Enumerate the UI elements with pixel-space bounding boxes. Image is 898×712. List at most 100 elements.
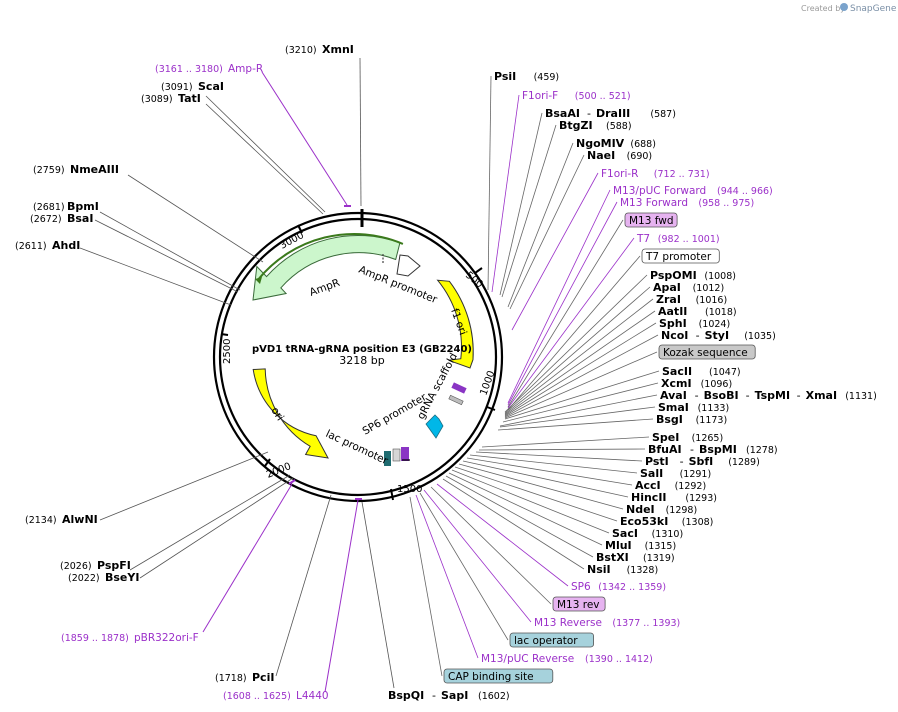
pos-naei: (690) [627, 151, 653, 162]
leader-nsii [442, 478, 585, 570]
watermark-brand: SnapGene [850, 4, 897, 14]
right-label-xcmi: XcmI(1096) [661, 377, 732, 390]
right-label-sphi: SphI(1024) [659, 317, 730, 330]
right-label-m13-reverse: M13 Reverse(1377 .. 1393) [534, 617, 680, 629]
pos-eco53ki: (1308) [682, 517, 714, 528]
right-label-psii: PsiI (459) [494, 70, 559, 83]
leader-apai [504, 286, 651, 414]
pos-ahdi: (2611) [15, 241, 47, 252]
right-label-acci: AccI(1292) [635, 479, 706, 492]
leader-m13-rev [430, 486, 552, 605]
pos-apai: (1012) [693, 283, 725, 294]
leader-sacii [504, 370, 660, 420]
ampr-promoter-feature[interactable] [396, 254, 421, 277]
left-labels: (3210) XmnI (3161 .. 3180) Amp-R (3091) … [15, 43, 510, 702]
pos-pcii: (1718) [215, 673, 247, 684]
enzyme-tati: TatI [178, 92, 201, 105]
leader-l4440 [324, 499, 359, 693]
leader-bseyi [139, 477, 294, 579]
enzyme-btgzi: BtgZI [559, 119, 593, 132]
f1-ori-feature[interactable] [436, 279, 474, 369]
label-lac-promoter: lac promoter [324, 428, 391, 468]
enzyme-xmni: XmnI [322, 43, 354, 56]
ampr-feature[interactable] [252, 234, 401, 301]
pos-aatii: (1018) [705, 307, 737, 318]
right-label-sacii: SacII(1047) [662, 365, 741, 378]
pos-xcmi: (1096) [701, 379, 733, 390]
sep-avai-2: - [746, 389, 750, 402]
pos-zrai: (1016) [696, 295, 728, 306]
leader-amp-r [261, 71, 348, 206]
sep-bfuai-1: - [690, 443, 694, 456]
leader-nmeaiii [127, 174, 264, 263]
lac-operator-mark [392, 448, 401, 462]
range-t7: (982 .. 1001) [658, 234, 720, 245]
m13-rev-mark [401, 447, 409, 461]
range-sp6: (1342 .. 1359) [598, 582, 666, 593]
pos-bfuai: (1278) [746, 445, 778, 456]
leader-psti [475, 451, 643, 462]
pos-sali: (1291) [680, 469, 712, 480]
enzyme-psii: PsiI [494, 70, 516, 83]
pos-xmni: (3210) [285, 45, 317, 56]
left-leader-lines [79, 57, 395, 689]
pos-bsai: (2672) [30, 214, 62, 225]
tick-mark-1500 [390, 488, 394, 501]
right-label-sp6: SP6(1342 .. 1359) [571, 581, 666, 593]
pos-hincii: (1293) [685, 493, 717, 504]
tick-label-1000: 1000 [478, 369, 497, 397]
enzyme-ncoi: NcoI [661, 329, 688, 342]
leader-ngomiv [507, 142, 574, 308]
feature-tag-m13-fwd: M13 fwd [629, 215, 674, 227]
leader-bstxi [445, 475, 594, 558]
right-label-m13-fwd: M13 fwd [624, 212, 678, 228]
enzyme-pcii: PciI [252, 671, 274, 684]
range-m13-forward: (958 .. 975) [698, 198, 754, 209]
enzyme-psti: PstI [645, 455, 669, 468]
sep-psti-1: - [680, 455, 684, 468]
label-box-kozak-sequence [658, 344, 756, 360]
right-label-cap-binding-site: CAP binding site [443, 668, 554, 684]
enzyme-bspqi: BspQI [388, 689, 424, 702]
enzyme-sapi: SapI [441, 689, 468, 702]
leader-psii [487, 75, 492, 291]
leader-bsai [94, 219, 239, 293]
range-amp-r: (3161 .. 3180) [155, 64, 223, 75]
sep-avai-3: - [797, 389, 801, 402]
right-labels: PsiI(459)F1ori-F(500 .. 521)BsaAI-DraIII… [443, 70, 877, 684]
left-primer-leaders [202, 71, 359, 693]
leader-m13-forward [507, 201, 618, 406]
pos-psii: (459) [534, 72, 560, 83]
primer-m13-reverse: M13 Reverse [534, 617, 602, 629]
enzyme-tspmi: TspMI [755, 389, 791, 402]
label-box-cap-binding-site [443, 668, 554, 684]
right-label-nsii: NsiI (1328) [587, 563, 658, 576]
leader-sp6 [436, 483, 569, 587]
enzyme-nsii: NsiI [587, 563, 611, 576]
right-label-f1ori-f: F1ori-F(500 .. 521) [522, 90, 631, 102]
ori-feature[interactable] [252, 368, 329, 459]
enzyme-pspomi: PspOMI [650, 269, 697, 282]
leader-pcii [275, 494, 332, 677]
right-label-kozak-sequence: Kozak sequence [658, 344, 756, 360]
leader-acci [466, 457, 633, 486]
leader-avai [499, 394, 658, 427]
pos-bsaai: (587) [650, 109, 676, 120]
pos-bstxi: (1319) [643, 553, 675, 564]
pos-pspfi: (2026) [60, 561, 92, 572]
tick-mark-2000 [264, 458, 271, 467]
leader-bfuai [478, 448, 646, 451]
leader-ndei [458, 463, 624, 510]
tick-mark-2500 [220, 333, 229, 336]
right-label-t7-promoter: T7 promoter [641, 248, 720, 264]
grna-scaffold-feature[interactable] [425, 414, 444, 439]
pos-nsii: (1328) [627, 565, 659, 576]
sep-ncoi-1: - [696, 329, 700, 342]
right-label-m13-puc-reverse: M13/pUC Reverse(1390 .. 1412) [481, 653, 653, 665]
enzyme-aatii: AatII [658, 305, 687, 318]
plasmid-size: 3218 bp [339, 354, 384, 367]
leader-zrai [504, 298, 654, 415]
enzyme-ngomiv: NgoMIV [576, 137, 625, 150]
